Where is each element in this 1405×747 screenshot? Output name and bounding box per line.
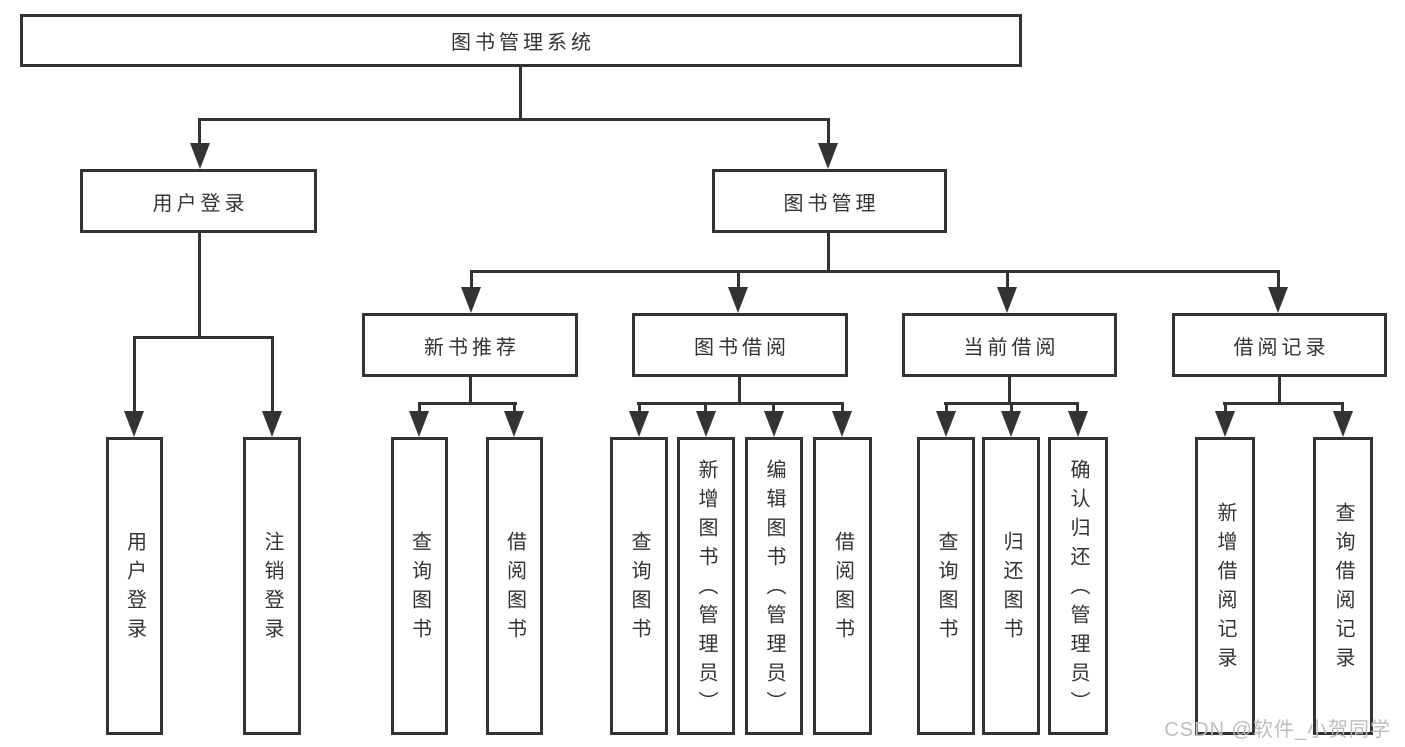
connector-line: [1010, 405, 1013, 413]
connector-line: [418, 405, 421, 413]
leaf-borrow-books: 借阅图书: [813, 437, 872, 735]
connector-line: [1076, 405, 1079, 413]
leaf-query-books-current: 查询图书: [917, 437, 975, 735]
leaf-user-login: 用户登录: [106, 437, 163, 735]
leaf-borrow-books-recommend: 借阅图书: [486, 437, 543, 735]
connector-line: [637, 402, 844, 405]
connector-line: [1008, 377, 1011, 403]
leaf-logout: 注销登录: [243, 437, 301, 735]
arrowhead: [190, 143, 210, 169]
arrowhead: [997, 287, 1017, 313]
node-book-borrowing: 图书借阅: [632, 313, 848, 377]
connector-line: [1277, 273, 1280, 289]
connector-line: [704, 405, 707, 413]
connector-line: [198, 118, 830, 121]
connector-line: [1006, 273, 1009, 289]
connector-line: [519, 67, 522, 120]
arrowhead: [461, 287, 481, 313]
connector-line: [198, 121, 201, 147]
node-borrowing-records: 借阅记录: [1172, 313, 1387, 377]
arrowhead: [629, 411, 649, 437]
connector-line: [1223, 402, 1344, 405]
connector-line: [638, 405, 641, 413]
node-root: 图书管理系统: [20, 14, 1022, 67]
connector-line: [772, 405, 775, 413]
arrowhead: [1333, 411, 1353, 437]
connector-line: [470, 270, 1280, 273]
leaf-confirm-return-admin: 确认归还（管理员）: [1048, 437, 1108, 735]
arrowhead: [728, 287, 748, 313]
arrowhead: [262, 411, 282, 437]
node-book-management: 图书管理: [712, 169, 947, 233]
node-new-book-recommendation: 新书推荐: [362, 313, 578, 377]
connector-line: [470, 273, 473, 289]
leaf-edit-book-admin: 编辑图书（管理员）: [745, 437, 803, 735]
leaf-query-borrow-record: 查询借阅记录: [1313, 437, 1373, 735]
arrowhead: [124, 411, 144, 437]
leaf-return-book: 归还图书: [982, 437, 1040, 735]
connector-line: [271, 339, 274, 411]
arrowhead: [1068, 411, 1088, 437]
csdn-watermark: CSDN @软件_小贺同学: [1164, 719, 1391, 741]
arrowhead: [504, 411, 524, 437]
connector-line: [738, 377, 741, 403]
leaf-add-borrow-record: 新增借阅记录: [1195, 437, 1255, 735]
connector-line: [827, 233, 830, 271]
connector-line: [513, 405, 516, 413]
arrowhead: [409, 411, 429, 437]
connector-line: [1224, 405, 1227, 413]
connector-line: [945, 405, 948, 413]
connector-line: [133, 336, 274, 339]
connector-line: [737, 273, 740, 289]
arrowhead: [818, 143, 838, 169]
leaf-add-book-admin: 新增图书（管理员）: [677, 437, 735, 735]
connector-line: [827, 121, 830, 147]
connector-line: [469, 377, 472, 403]
connector-line: [133, 339, 136, 411]
connector-line: [418, 402, 517, 405]
arrowhead: [832, 411, 852, 437]
leaf-query-books-recommend: 查询图书: [391, 437, 448, 735]
node-user-login: 用户登录: [80, 169, 317, 233]
connector-line: [198, 233, 201, 337]
arrowhead: [936, 411, 956, 437]
connector-line: [1341, 405, 1344, 413]
node-current-borrowing: 当前借阅: [902, 313, 1117, 377]
connector-line: [1278, 377, 1281, 403]
arrowhead: [1268, 287, 1288, 313]
arrowhead: [1215, 411, 1235, 437]
arrowhead: [696, 411, 716, 437]
leaf-query-books-borrow: 查询图书: [610, 437, 668, 735]
arrowhead: [764, 411, 784, 437]
connector-line: [944, 402, 1079, 405]
arrowhead: [1001, 411, 1021, 437]
connector-line: [841, 405, 844, 413]
